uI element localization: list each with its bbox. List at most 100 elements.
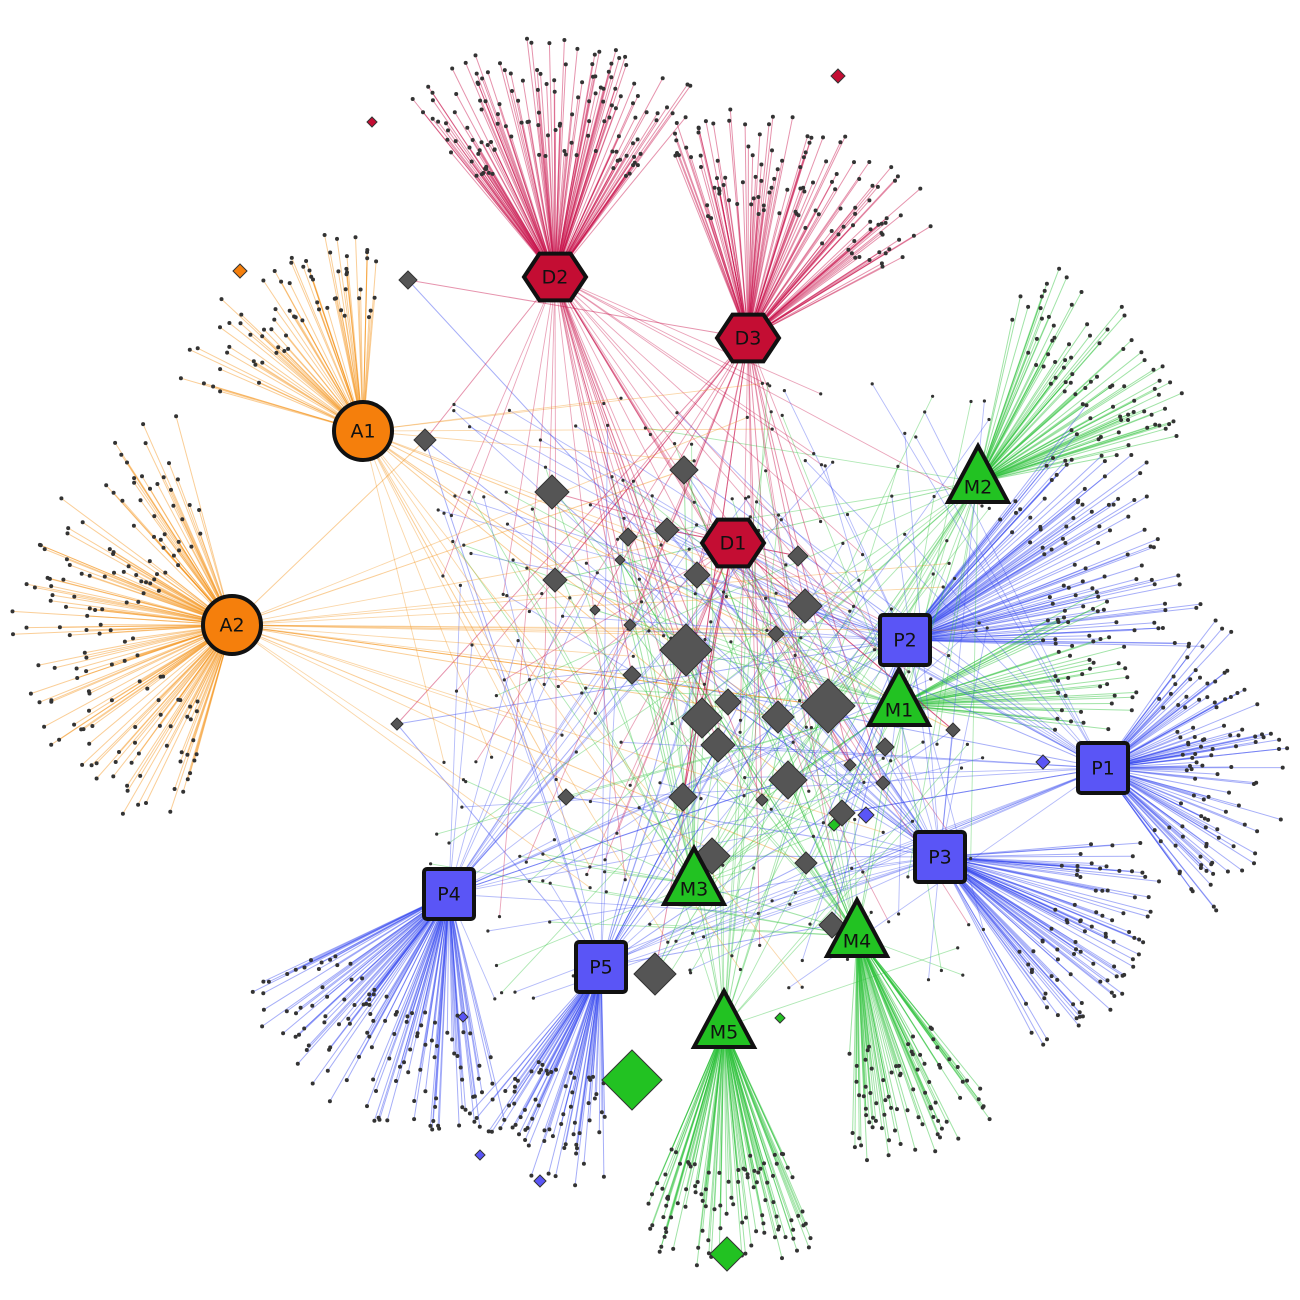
leaf-node	[684, 145, 689, 150]
leaf-node	[1106, 502, 1111, 507]
cross-edge	[586, 542, 734, 875]
fan-edge	[939, 856, 1160, 882]
hub-d3[interactable]: D3	[714, 312, 782, 364]
leaf-node	[561, 614, 565, 618]
leaf-node	[79, 571, 84, 576]
leaf-node	[1192, 735, 1197, 739]
leaf-node	[693, 1190, 698, 1195]
fan-edge	[904, 546, 1155, 641]
leaf-node	[188, 771, 193, 776]
cross-edge	[600, 716, 779, 968]
leaf-node	[696, 125, 701, 130]
hub-a1[interactable]: A1	[332, 400, 394, 462]
hub-m1[interactable]: M1	[865, 664, 933, 727]
fan-edge	[723, 1026, 746, 1254]
fan-edge	[856, 935, 936, 1152]
shared-node-p	[857, 806, 875, 824]
hub-a2[interactable]: A2	[201, 594, 263, 656]
cross-edge	[600, 862, 807, 968]
leaf-node	[965, 1078, 969, 1083]
leaf-node	[632, 154, 637, 159]
fan-edge	[282, 893, 450, 1034]
cross-edge	[502, 276, 556, 595]
hub-m2[interactable]: M2	[944, 441, 1012, 504]
fan-edge	[747, 188, 921, 339]
leaf-node	[342, 313, 347, 318]
cross-edge	[554, 276, 905, 660]
leaf-node	[453, 494, 457, 498]
hub-p1[interactable]: P1	[1076, 741, 1130, 795]
leaf-node	[760, 381, 765, 385]
cross-edge	[496, 883, 695, 966]
fan-edge	[579, 966, 602, 1134]
fan-edge	[856, 935, 877, 1121]
hub-d2[interactable]: D2	[521, 251, 589, 303]
cross-edge	[554, 276, 822, 466]
leaf-node	[1026, 962, 1031, 967]
leaf-node	[189, 544, 194, 549]
hub-p3[interactable]: P3	[913, 830, 967, 884]
leaf-node	[262, 327, 266, 332]
cross-edge	[448, 585, 461, 895]
leaf-node	[1066, 675, 1071, 680]
hub-label: M1	[885, 700, 913, 722]
fan-edge	[898, 696, 1133, 706]
leaf-node	[525, 120, 530, 124]
leaf-node	[117, 750, 121, 754]
leaf-node	[513, 1076, 518, 1081]
cross-edge	[554, 276, 665, 636]
hub-d1[interactable]: D1	[699, 517, 767, 569]
fan-edge	[939, 856, 1114, 943]
leaf-node	[900, 255, 905, 260]
fan-edge	[977, 369, 1154, 483]
leaf-node	[765, 628, 769, 633]
fan-edge	[554, 107, 668, 278]
leaf-node	[1175, 729, 1180, 734]
fan-edge	[687, 1026, 725, 1163]
cross-edge	[505, 491, 900, 706]
cross-edge	[448, 678, 931, 895]
leaf-node	[1047, 595, 1052, 600]
leaf-node	[755, 500, 759, 504]
leaf-node	[80, 520, 85, 525]
leaf-node	[1063, 458, 1068, 463]
leaf-node	[863, 1084, 868, 1089]
leaf-node	[587, 1118, 592, 1123]
fan-edge	[898, 704, 1082, 713]
hub-p4[interactable]: P4	[422, 867, 476, 921]
leaf-node	[367, 1034, 372, 1039]
hub-m5[interactable]: M5	[690, 986, 758, 1049]
leaf-node	[1183, 705, 1188, 710]
leaf-node	[293, 315, 298, 320]
leaf-node	[430, 90, 435, 95]
fan-edge	[372, 893, 450, 1080]
leaf-node	[372, 987, 377, 992]
hub-p5[interactable]: P5	[574, 940, 628, 994]
leaf-node	[637, 806, 641, 810]
leaf-node	[594, 1092, 599, 1097]
leaf-node	[94, 776, 99, 781]
leaf-node	[556, 684, 560, 689]
fan-edge	[939, 856, 1113, 921]
leaf-node	[161, 545, 166, 550]
fan-edge	[898, 619, 1049, 706]
leaf-node	[1041, 1042, 1046, 1047]
fan-edge	[710, 1026, 725, 1257]
shared-node	[875, 775, 891, 791]
leaf-node	[767, 122, 771, 127]
fan-edge	[856, 935, 893, 1073]
fan-edge	[43, 624, 233, 728]
shared-node	[659, 623, 713, 677]
cross-edge	[600, 717, 703, 968]
hub-p2[interactable]: P2	[878, 613, 932, 667]
hub-m4[interactable]: M4	[823, 895, 891, 958]
leaf-node	[752, 1168, 757, 1173]
leaf-node	[500, 991, 504, 995]
leaf-node	[525, 36, 529, 41]
hub-m3[interactable]: M3	[660, 843, 728, 906]
leaf-node	[467, 145, 472, 150]
cross-edge	[827, 481, 979, 707]
leaf-node	[111, 550, 116, 555]
fan-edge	[977, 414, 1152, 483]
cross-edge	[600, 924, 833, 968]
